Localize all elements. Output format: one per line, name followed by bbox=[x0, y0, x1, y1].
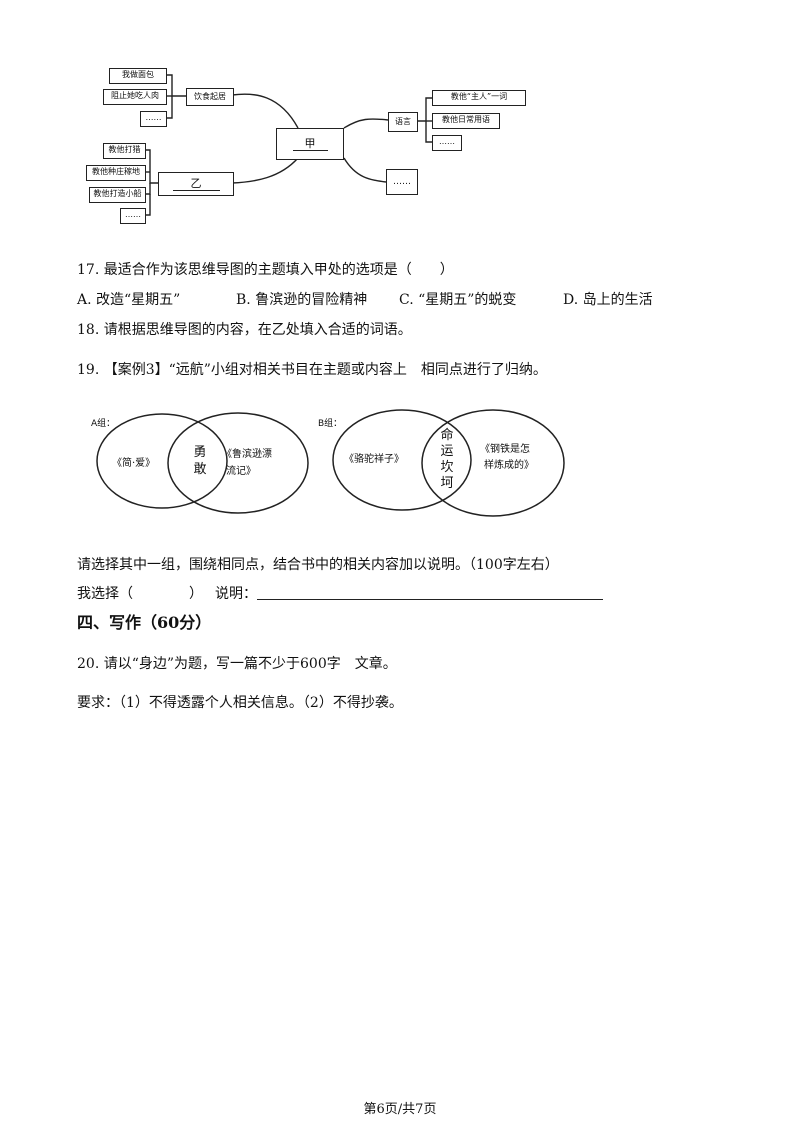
mind-map-connectors bbox=[144, 74, 432, 216]
mindmap-left-top-node: 饮食起居 bbox=[186, 88, 234, 106]
mindmap-center-node: 甲 bbox=[276, 128, 344, 160]
q17-option-c[interactable]: C. “星期五”的蜕变 bbox=[399, 292, 517, 308]
q19-explain-label: 说明： bbox=[215, 586, 257, 602]
q17-option-d[interactable]: D. 岛上的生活 bbox=[563, 292, 653, 308]
venn-a-label: A组： bbox=[91, 419, 116, 429]
mindmap-right-bottom-node: …… bbox=[386, 169, 418, 195]
venn-a-right-text: 《鲁滨逊漂 流记》 bbox=[222, 446, 272, 480]
venn-b-middle-text: 命 运 坎 坷 bbox=[438, 428, 456, 492]
mindmap-center-label: 甲 bbox=[292, 137, 328, 151]
q19-choose-label[interactable]: 我选择（ ） bbox=[77, 586, 203, 602]
q17-option-a[interactable]: A. 改造“星期五” bbox=[77, 292, 181, 308]
venn-b-middle-char-3: 坎 bbox=[440, 460, 454, 475]
mindmap-right-top-node: 语言 bbox=[388, 112, 418, 132]
venn-a-middle-char-2: 敢 bbox=[193, 462, 207, 477]
section4-heading: 四、写作（60分） bbox=[77, 613, 212, 632]
venn-diagrams: A组： 《简·爱》 勇 敢 《鲁滨逊漂 流记》 B组： 《骆驼祥子》 命 运 坎… bbox=[0, 400, 800, 540]
venn-a-left-circle bbox=[96, 413, 228, 509]
page-number: 第6页/共7页 bbox=[363, 1102, 437, 1117]
q17-stem: 17. 最适合作为该思维导图的主题填入甲处的选项是（ ） bbox=[77, 262, 454, 278]
venn-b-right-text: 《钢铁是怎 样炼成的》 bbox=[480, 442, 534, 474]
mindmap-right-top-child-1: 教他“主人”一词 bbox=[432, 90, 526, 106]
q18-stem: 18. 请根据思维导图的内容，在乙处填入合适的词语。 bbox=[77, 322, 412, 338]
venn-b-middle-char-2: 运 bbox=[440, 444, 454, 459]
venn-b-label: B组： bbox=[318, 419, 343, 429]
venn-a-middle-char-1: 勇 bbox=[193, 445, 207, 460]
venn-a-left-text: 《简·爱》 bbox=[112, 458, 156, 469]
mindmap-left-bottom-child-1: 教他打猎 bbox=[103, 143, 146, 159]
venn-a-right-line-1: 《鲁滨逊漂 bbox=[222, 449, 272, 460]
venn-a-right-line-2: 流记》 bbox=[226, 466, 256, 477]
venn-b-left-circle bbox=[332, 409, 472, 511]
mindmap-right-top-child-2: 教他日常用语 bbox=[432, 113, 500, 129]
mindmap-left-top-child-2: 阻止她吃人肉 bbox=[103, 89, 167, 105]
mindmap-left-bottom-node: 乙 bbox=[158, 172, 234, 196]
mindmap-left-bottom-child-2: 教他种庄稼地 bbox=[86, 165, 146, 181]
q20-requirements: 要求：（1）不得透露个人相关信息。（2）不得抄袭。 bbox=[77, 695, 403, 711]
venn-a-right-circle bbox=[167, 412, 309, 514]
venn-a-middle-text: 勇 敢 bbox=[191, 444, 209, 478]
q17-option-b[interactable]: B. 鲁滨逊的冒险精神 bbox=[236, 292, 368, 308]
mindmap-left-bottom-child-3: 教他打造小船 bbox=[89, 187, 146, 203]
mind-map: 我做面包 阻止她吃人肉 …… 饮食起居 甲 教他打猎 教他种庄稼地 教他打造小船… bbox=[0, 0, 800, 240]
venn-b-middle-char-1: 命 bbox=[440, 428, 454, 443]
mindmap-left-top-child-1: 我做面包 bbox=[109, 68, 167, 84]
mindmap-left-bottom-label: 乙 bbox=[172, 177, 220, 191]
venn-b-right-circle bbox=[421, 409, 565, 517]
venn-b-middle-char-4: 坷 bbox=[440, 476, 454, 491]
mindmap-left-top-child-3: …… bbox=[140, 111, 167, 127]
mindmap-right-top-child-3: …… bbox=[432, 135, 462, 151]
q20-stem: 20. 请以“身边”为题，写一篇不少于600字 文章。 bbox=[77, 656, 397, 672]
venn-b-right-line-2: 样炼成的》 bbox=[484, 460, 534, 471]
q19-answer-line[interactable] bbox=[257, 599, 603, 600]
mindmap-left-bottom-child-4: …… bbox=[120, 208, 146, 224]
venn-b-left-text: 《骆驼祥子》 bbox=[344, 454, 404, 465]
venn-b-right-line-1: 《钢铁是怎 bbox=[480, 444, 530, 455]
venn-svg bbox=[96, 409, 565, 517]
q19-stem: 19. 【案例3】“远航”小组对相关书目在主题或内容上 相同点进行了归纳。 bbox=[77, 362, 547, 378]
q19-instruction: 请选择其中一组，围绕相同点，结合书中的相关内容加以说明。（100字左右） bbox=[77, 557, 559, 573]
